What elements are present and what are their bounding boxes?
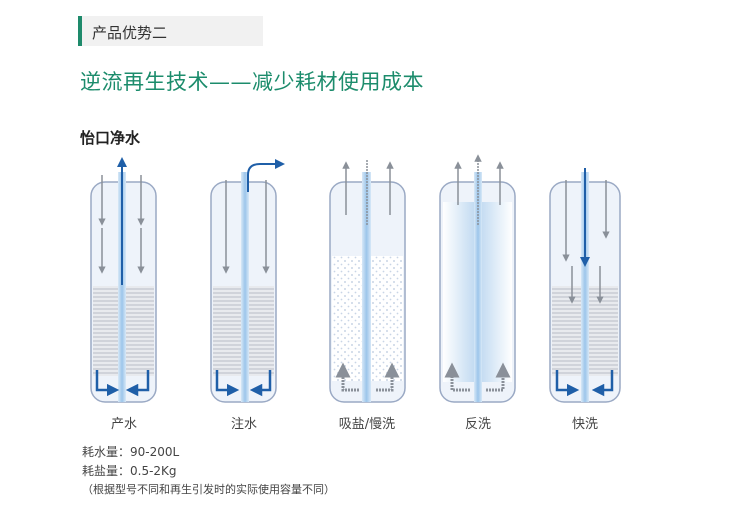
brand-name: 怡口净水: [80, 129, 141, 147]
stage-label-backwash: 反洗: [464, 417, 491, 432]
tank-fill: [210, 159, 285, 403]
stage-label-fill: 注水: [230, 417, 257, 432]
headline: 逆流再生技术——减少耗材使用成本: [80, 70, 424, 94]
tank-backwash: [439, 154, 516, 403]
tank-production: [90, 157, 157, 403]
tank-brine-slow-rinse: [329, 160, 406, 403]
remark-note: （根据型号不同和再生引发时的实际使用容量不同）: [82, 483, 335, 496]
stage-label-production: 产水: [110, 417, 137, 432]
water-consumption-note: 耗水量：90-200L: [82, 445, 180, 459]
section-title-bar: 产品优势二: [78, 16, 263, 46]
stage-label-brine-slow-rinse: 吸盐/慢洗: [338, 417, 396, 432]
salt-consumption-note: 耗盐量：0.5-2Kg: [82, 464, 177, 478]
stage-label-fast-rinse: 快洗: [571, 417, 598, 432]
tank-fast-rinse: [549, 168, 621, 403]
section-title: 产品优势二: [92, 24, 168, 42]
